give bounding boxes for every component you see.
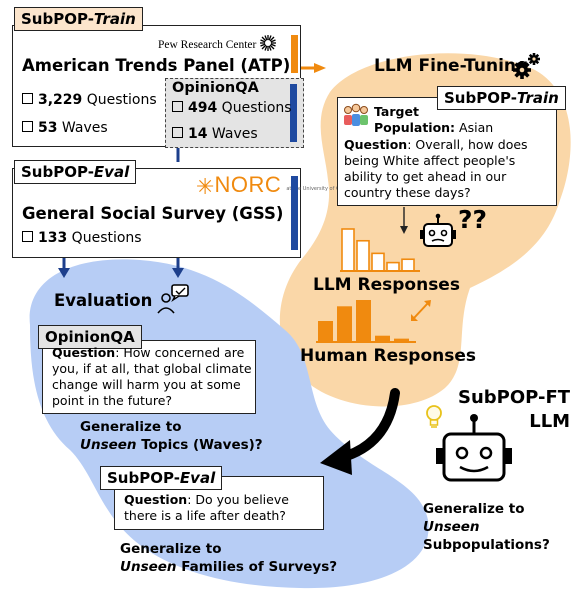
gss-bar (291, 176, 298, 250)
llm-responses-bar-D (386, 261, 400, 272)
opinionqa-question-text: Question: How concerned are you, if at a… (52, 345, 252, 408)
finetune-subpop-train-tag: SubPOP-Train (437, 86, 566, 110)
gss-title: General Social Survey (GSS) (22, 204, 284, 223)
pew-sunburst-icon (260, 35, 277, 51)
checkbox-icon (22, 121, 33, 132)
llm-responses-bar-A (341, 228, 355, 272)
pew-logo-text: Pew Research Center (158, 39, 257, 51)
gss-subpop-eval-tag: SubPOP-Eval (14, 160, 137, 184)
checkbox-icon (22, 231, 33, 242)
llm-responses-chart (340, 228, 420, 272)
evaluation-title: Evaluation (54, 291, 153, 310)
checkbox-icon (22, 93, 33, 104)
finetune-title: LLM Fine-Tuning (374, 56, 529, 76)
human-responses-chart (316, 300, 416, 343)
opinionqa-waves: 14 Waves (172, 126, 258, 142)
checkbox-icon (172, 101, 183, 112)
llm-responses-bar-E (401, 258, 415, 272)
atp-title: American Trends Panel (ATP) (22, 56, 291, 75)
norc-logo-small: at the University of Chicago (286, 186, 357, 192)
atp-waves: 53 Waves (22, 120, 108, 136)
confused-robot-icon (420, 213, 456, 247)
llm-responses-label: LLM Responses (313, 275, 460, 295)
human-responses-bar-E (394, 338, 409, 342)
subpop-eval-tag: SubPOP-Eval (100, 466, 223, 490)
opinionqa-bar (290, 84, 297, 142)
opinionqa-subset-box (165, 78, 304, 148)
norc-star-icon: ✳ (196, 175, 215, 200)
finetune-question-card (337, 97, 557, 206)
evaluation-people-chat-icon (157, 284, 189, 314)
robot-icon (436, 414, 512, 482)
atp-subpop-train-tag: SubPOP-Train (14, 7, 143, 31)
target-label: Target (374, 104, 419, 119)
generalize-subpopulations-caption: Generalize to Unseen Subpopulations? (423, 501, 550, 553)
generalize-surveys-caption: Generalize to Unseen Families of Surveys… (120, 541, 338, 575)
question-marks: ?? (458, 205, 488, 234)
population-line: Population: Asian (374, 120, 494, 135)
llm-responses-bar-B (356, 239, 370, 272)
opinionqa-questions: 494 Questions (172, 100, 292, 116)
human-responses-bar-D (375, 335, 390, 342)
human-responses-bar-C (356, 300, 371, 342)
subpop-eval-question-text: Question: Do you believe there is a life… (124, 492, 289, 523)
pew-logo: Pew Research Center (158, 34, 277, 52)
norc-logo: ✳NORC at the University of Chicago (196, 172, 357, 200)
generalize-topics-caption: Generalize to Unseen Topics (Waves)? (80, 419, 263, 453)
opinionqa-subset-title: OpinionQA (172, 80, 259, 96)
human-responses-bar-A (318, 321, 333, 342)
llm-responses-bar-C (371, 252, 385, 272)
human-responses-bar-B (337, 306, 352, 342)
finetune-question-text: Question: Overall, how does being White … (344, 137, 528, 200)
checkbox-icon (172, 127, 183, 138)
lightbulb-icon (426, 405, 442, 428)
norc-logo-text: NORC (214, 172, 282, 197)
gears-icon (513, 53, 540, 79)
gss-questions: 133 Questions (22, 230, 142, 246)
human-responses-label: Human Responses (300, 346, 476, 366)
atp-questions: 3,229 Questions (22, 92, 157, 108)
subpop-ft-title: SubPOP-FT LLM (458, 387, 571, 432)
population-group-icon (344, 103, 368, 126)
atp-orange-bar (291, 35, 298, 73)
opinionqa-tag: OpinionQA (38, 325, 142, 349)
opinionqa-question-card (42, 340, 256, 414)
